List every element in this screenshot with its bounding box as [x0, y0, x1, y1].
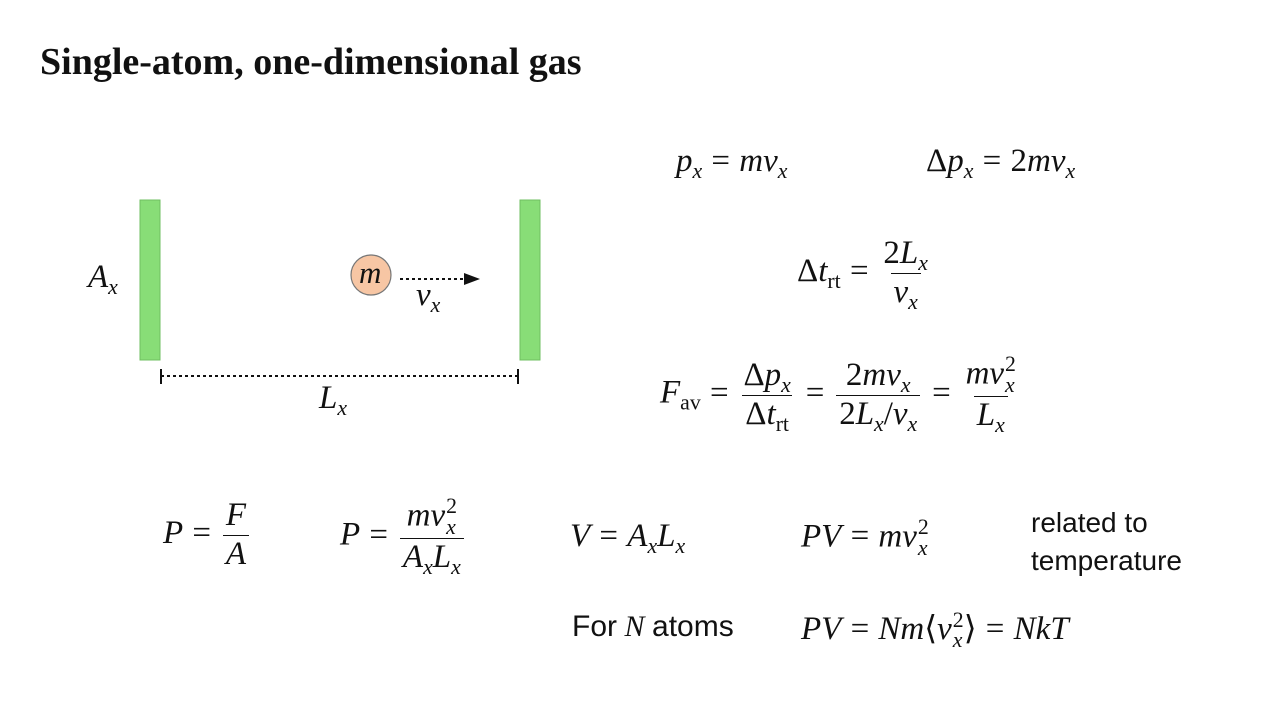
left-wall — [139, 199, 161, 361]
for-n-atoms-label: For N atoms — [572, 610, 734, 643]
momentum-change-equation: Δpx=2mvx — [926, 143, 1076, 183]
temperature-note-line1: related to — [1031, 507, 1148, 538]
temperature-note-line2: temperature — [1031, 545, 1182, 576]
velocity-arrowhead — [464, 273, 480, 285]
temperature-note: related to temperature — [1031, 504, 1182, 580]
atom-circle — [350, 254, 392, 296]
momentum-equation: px=mvx — [676, 143, 788, 183]
mass-label: m — [359, 255, 382, 290]
volume-equation: V=AxLx — [570, 518, 686, 558]
area-label: Ax — [88, 259, 118, 299]
slide-title: Single-atom, one-dimensional gas — [40, 41, 582, 83]
velocity-label: vx — [416, 277, 441, 317]
right-wall — [519, 199, 541, 361]
length-label: Lx — [319, 380, 348, 420]
